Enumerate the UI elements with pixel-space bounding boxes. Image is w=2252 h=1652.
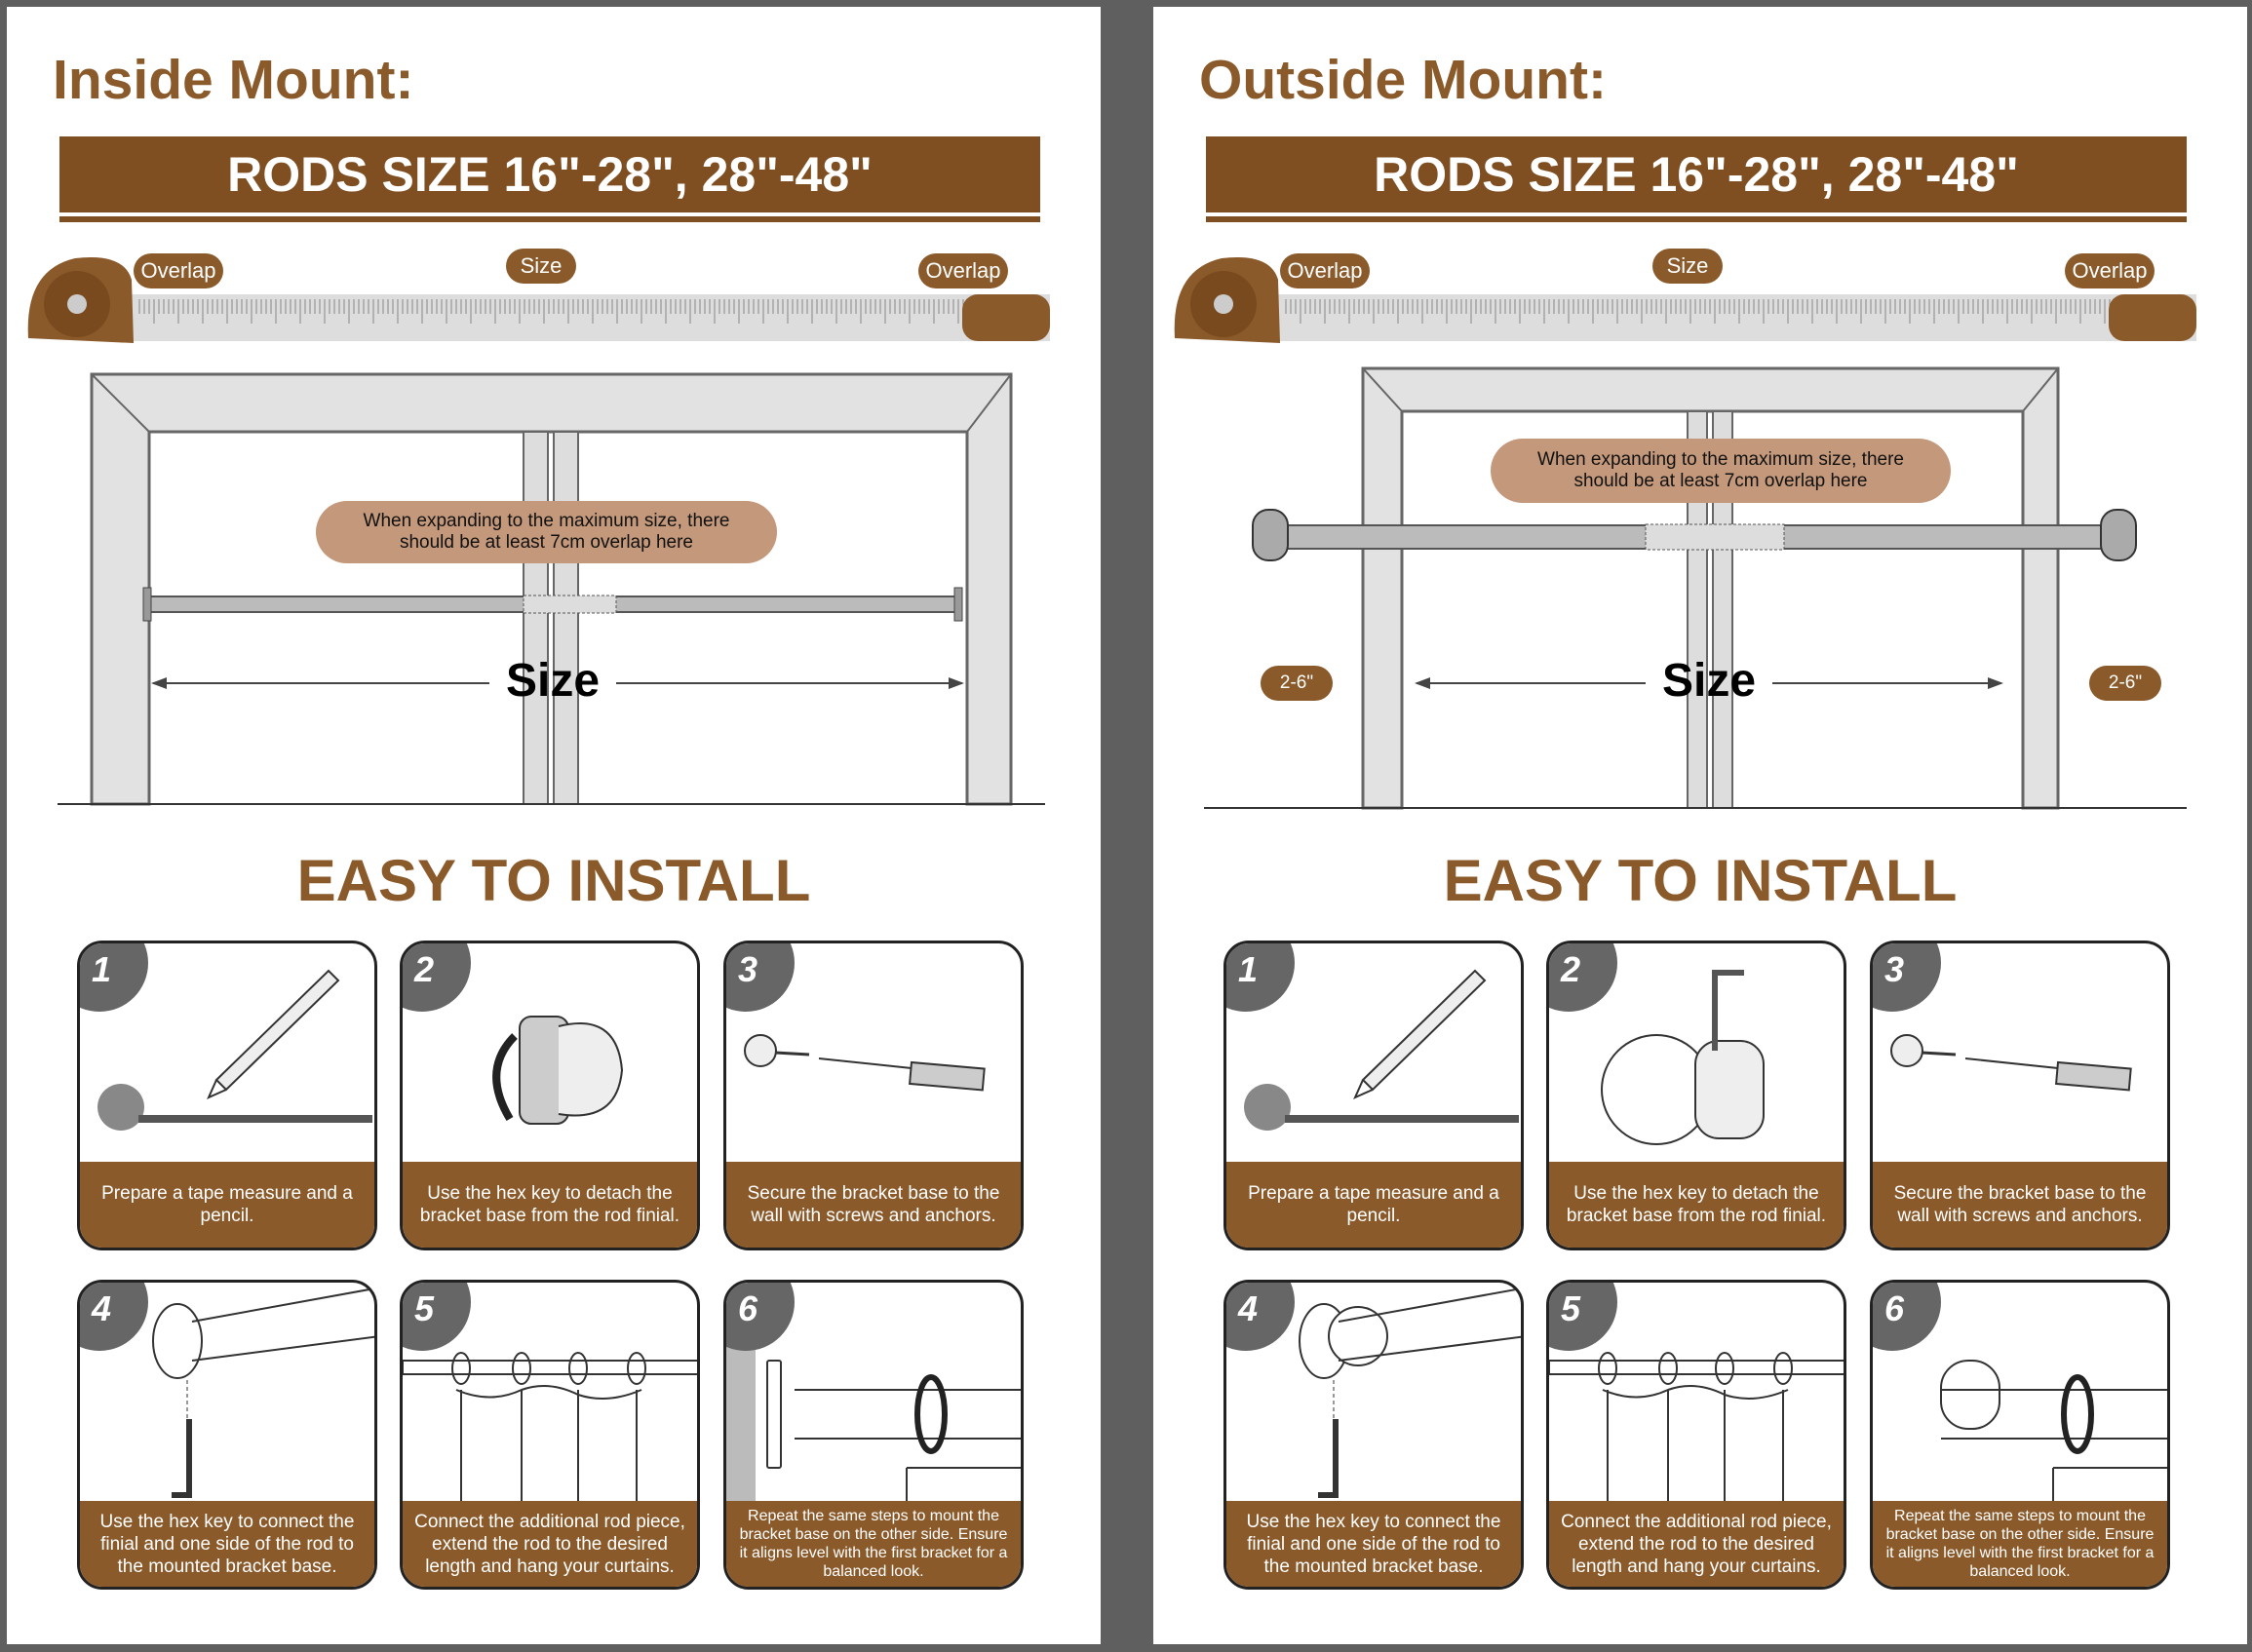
step-number: 6 — [738, 1288, 758, 1328]
install-step-card: 3 Secure the bracket base to the wall wi… — [1870, 941, 2170, 1250]
pencil-tape-icon — [1244, 969, 1519, 1131]
install-step-card: 4 Use the hex key to connect the finial … — [77, 1280, 377, 1590]
tape-measure-icon — [1174, 256, 2196, 343]
mount-title: Outside Mount: — [1199, 49, 1607, 111]
tape-label-overlap-left: Overlap — [134, 253, 223, 288]
pencil-tape-icon — [97, 969, 372, 1131]
step-number: 1 — [92, 949, 112, 989]
hex-key-finial-icon — [1601, 970, 1765, 1145]
step-caption: Use the hex key to detach the bracket ba… — [403, 1162, 697, 1248]
outside-mount-diagram — [1204, 366, 2187, 810]
step-number: 6 — [1884, 1288, 1905, 1328]
step-number: 2 — [414, 949, 435, 989]
size-label: Size — [1661, 655, 1757, 707]
step-number: 5 — [1561, 1288, 1581, 1328]
easy-to-install-heading: EASY TO INSTALL — [296, 848, 811, 913]
step-caption: Connect the additional rod piece, extend… — [1549, 1501, 1844, 1587]
step-caption: Use the hex key to connect the finial an… — [80, 1501, 374, 1587]
easy-to-install-heading: EASY TO INSTALL — [1443, 848, 1958, 913]
note-line: should be at least 7cm overlap here — [1573, 471, 1868, 491]
overlap-note: When expanding to the maximum size, ther… — [316, 501, 777, 563]
screwdriver-icon — [744, 1034, 986, 1092]
rod-size-banner: RODS SIZE 16"-28", 28"-48" — [59, 136, 1040, 216]
install-step-card: 1 Prepare a tape measure and a pencil. — [1223, 941, 1524, 1250]
step-number: 5 — [414, 1288, 435, 1328]
install-step-card: 6 Repeat the same steps to mount the bra… — [723, 1280, 1024, 1590]
detach-bracket-icon — [492, 1016, 624, 1125]
step-caption: Repeat the same steps to mount the brack… — [726, 1501, 1021, 1587]
note-line: should be at least 7cm overlap here — [399, 532, 693, 553]
install-step-card: 5 Connect the additional rod piece, exte… — [400, 1280, 700, 1590]
hex-key-connect-icon — [152, 1287, 374, 1498]
step-caption: Repeat the same steps to mount the brack… — [1873, 1501, 2167, 1587]
side-gap-label-left: 2-6" — [1261, 666, 1333, 701]
tape-measure-icon — [27, 256, 1050, 343]
screwdriver-icon — [1890, 1034, 2132, 1092]
step-number: 1 — [1238, 949, 1259, 989]
step-number: 4 — [92, 1288, 112, 1328]
hex-key-connect-icon — [1299, 1287, 1521, 1498]
inside-mount-page: Inside Mount: RODS SIZE 16"-28", 28"-48"… — [7, 7, 1101, 1644]
step-number: 3 — [738, 949, 758, 989]
curtain-rings-icon — [1549, 1352, 1844, 1507]
step-caption: Secure the bracket base to the wall with… — [726, 1162, 1021, 1248]
install-step-card: 3 Secure the bracket base to the wall wi… — [723, 941, 1024, 1250]
note-line: When expanding to the maximum size, ther… — [363, 511, 730, 531]
overlap-note: When expanding to the maximum size, ther… — [1491, 439, 1951, 503]
step-caption: Use the hex key to connect the finial an… — [1226, 1501, 1521, 1587]
rod-size-banner: RODS SIZE 16"-28", 28"-48" — [1206, 136, 2187, 216]
step-caption: Prepare a tape measure and a pencil. — [80, 1162, 374, 1248]
step-number: 2 — [1561, 949, 1581, 989]
install-step-card: 4 Use the hex key to connect the finial … — [1223, 1280, 1524, 1590]
mount-title: Inside Mount: — [53, 49, 414, 111]
step-caption: Connect the additional rod piece, extend… — [403, 1501, 697, 1587]
side-gap-label-right: 2-6" — [2089, 666, 2161, 701]
step-caption: Use the hex key to detach the bracket ba… — [1549, 1162, 1844, 1248]
install-step-card: 5 Connect the additional rod piece, exte… — [1546, 1280, 1846, 1590]
outside-mount-page: Outside Mount: RODS SIZE 16"-28", 28"-48… — [1153, 7, 2247, 1644]
tape-label-size: Size — [506, 249, 576, 284]
install-step-card: 2 Use the hex key to detach the bracket … — [1546, 941, 1846, 1250]
tape-label-overlap-left: Overlap — [1280, 253, 1370, 288]
install-step-card: 6 Repeat the same steps to mount the bra… — [1870, 1280, 2170, 1590]
step-caption: Prepare a tape measure and a pencil. — [1226, 1162, 1521, 1248]
tape-label-overlap-right: Overlap — [918, 253, 1008, 288]
tape-label-size: Size — [1652, 249, 1723, 284]
tape-label-overlap-right: Overlap — [2065, 253, 2155, 288]
mounted-rod-icon — [1940, 1360, 2167, 1507]
inside-mount-diagram — [58, 372, 1045, 806]
note-line: When expanding to the maximum size, ther… — [1537, 449, 1904, 470]
step-number: 3 — [1884, 949, 1905, 989]
curtain-rings-icon — [403, 1352, 697, 1507]
size-label: Size — [505, 655, 601, 707]
install-step-card: 1 Prepare a tape measure and a pencil. — [77, 941, 377, 1250]
install-step-card: 2 Use the hex key to detach the bracket … — [400, 941, 700, 1250]
step-number: 4 — [1238, 1288, 1259, 1328]
step-caption: Secure the bracket base to the wall with… — [1873, 1162, 2167, 1248]
